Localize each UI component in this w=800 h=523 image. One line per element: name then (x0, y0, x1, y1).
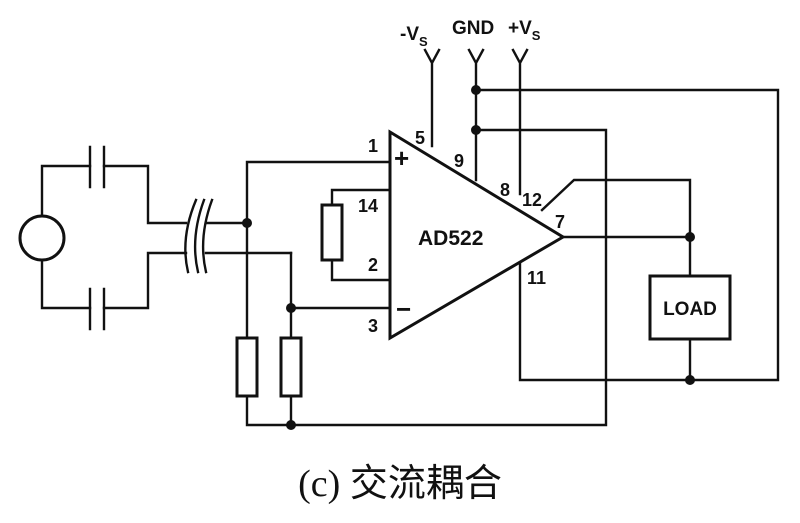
input-wiring (245, 128, 608, 427)
pin-14-label: 14 (358, 196, 378, 216)
bias-resistor-left (235, 336, 259, 398)
load-box (648, 274, 732, 341)
amplifier-name: AD522 (418, 227, 483, 250)
pin-12-label: 12 (522, 190, 542, 210)
noninverting-symbol: + (394, 143, 409, 173)
load-label: LOAD (663, 299, 717, 320)
bias-resistor-right (279, 336, 303, 398)
pin-5-label: 5 (415, 128, 425, 148)
pos-supply-label: +VS (508, 18, 541, 43)
pin-9-label: 9 (454, 151, 464, 171)
neg-supply-label: -VS (400, 24, 428, 49)
coupling-capacitor-bottom (88, 251, 188, 331)
pin-3-label: 3 (368, 316, 378, 336)
gain-resistor (320, 188, 392, 282)
pin-1-label: 1 (368, 136, 378, 156)
pin-11-label: 11 (527, 268, 546, 288)
inverting-symbol: − (396, 294, 411, 324)
pin-2-label: 2 (368, 255, 378, 275)
output-wiring (540, 178, 692, 382)
shielded-cable (184, 198, 293, 274)
junction-dots (242, 85, 695, 430)
ac-source (18, 164, 92, 310)
supply-terminals (423, 48, 780, 382)
figure-caption: (c) 交流耦合 (298, 463, 502, 505)
amplifier-triangle (388, 129, 566, 341)
pin-7-label: 7 (555, 212, 565, 232)
gnd-label: GND (452, 18, 494, 39)
pin-8-label: 8 (500, 180, 510, 200)
coupling-capacitor-top (88, 145, 188, 225)
